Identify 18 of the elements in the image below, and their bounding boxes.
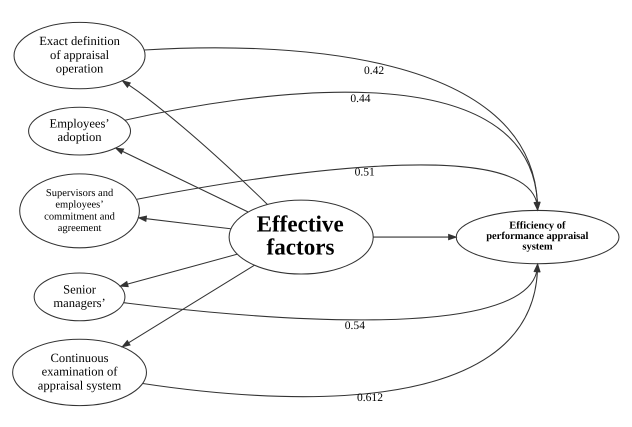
edge-label: 0.54	[344, 320, 365, 332]
node-ellipse: Supervisors and employees’ commitment and agreement	[19, 172, 140, 248]
edge-label: 0.51	[354, 166, 375, 178]
arrow	[137, 214, 231, 229]
arrow	[144, 46, 541, 211]
arrow	[121, 264, 255, 347]
arrow	[125, 91, 541, 211]
node-ellipse: Effective factors	[228, 199, 374, 274]
arrow	[137, 164, 540, 211]
node-ellipse: Senior managers’	[34, 272, 126, 321]
arrow	[121, 80, 268, 204]
edge-label: 0.612	[357, 391, 383, 404]
arrow	[373, 233, 458, 240]
edge-label: 0.42	[364, 64, 384, 76]
arrow	[114, 146, 248, 212]
arrow	[118, 253, 238, 287]
node-ellipse: Efficiency of performance appraisal system	[456, 209, 620, 264]
edge-label: 0.44	[350, 92, 371, 104]
